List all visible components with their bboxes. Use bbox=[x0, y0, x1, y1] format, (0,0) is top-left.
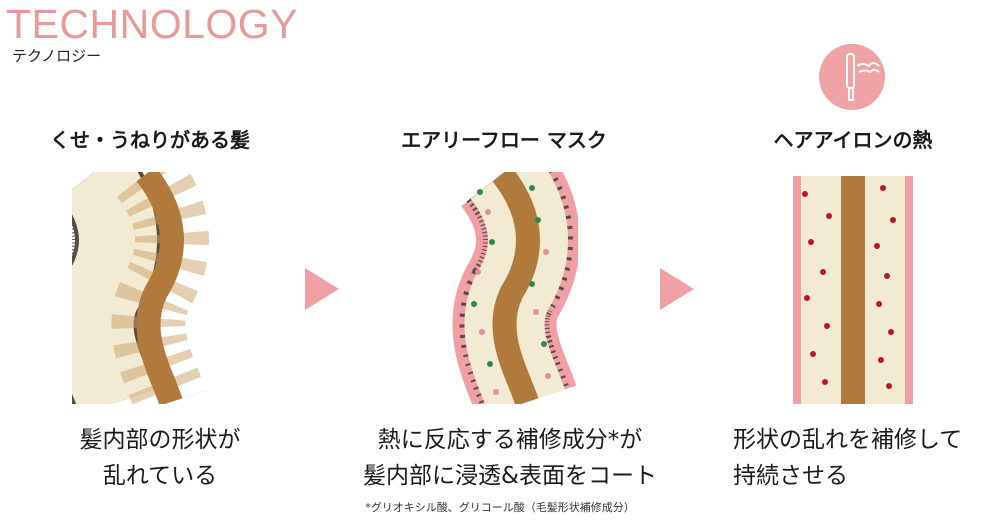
ironed-hair-illustration bbox=[793, 176, 913, 404]
mask-hair-illustration bbox=[452, 172, 578, 404]
footnote: *グリオキシル酸、グリコール酸（毛髪形状補修成分） bbox=[365, 501, 635, 514]
caption-line: 髪内部に浸透&表面をコート bbox=[363, 463, 657, 489]
panel-3-caption: 形状の乱れを補修して 持続させる bbox=[733, 422, 993, 494]
page-title: TECHNOLOGY bbox=[6, 1, 299, 47]
panel-2-caption: 熱に反応する補修成分*が 髪内部に浸透&表面をコート bbox=[350, 422, 670, 494]
panel-1-heading: くせ・うねりがある髪 bbox=[50, 128, 250, 152]
caption-line: 持続させる bbox=[733, 463, 848, 489]
arrow-right-icon bbox=[305, 268, 339, 310]
caption-line: 形状の乱れを補修して bbox=[733, 427, 963, 453]
caption-line: 髪内部の形状が bbox=[79, 427, 241, 453]
repair-dots bbox=[471, 185, 551, 395]
arrow-right-icon bbox=[660, 268, 694, 310]
hair-iron-icon bbox=[819, 44, 885, 110]
panel-1-caption: 髪内部の形状が 乱れている bbox=[0, 422, 320, 494]
heat-dots bbox=[802, 185, 896, 389]
frizzy-hair-illustration bbox=[72, 172, 209, 404]
page-subtitle: テクノロジー bbox=[12, 47, 102, 65]
caption-line: 熱に反応する補修成分*が bbox=[377, 427, 643, 453]
caption-line: 乱れている bbox=[102, 463, 218, 489]
panel-3-heading: ヘアアイロンの熱 bbox=[773, 128, 933, 152]
panel-2-heading: エアリーフロー マスク bbox=[401, 128, 607, 152]
